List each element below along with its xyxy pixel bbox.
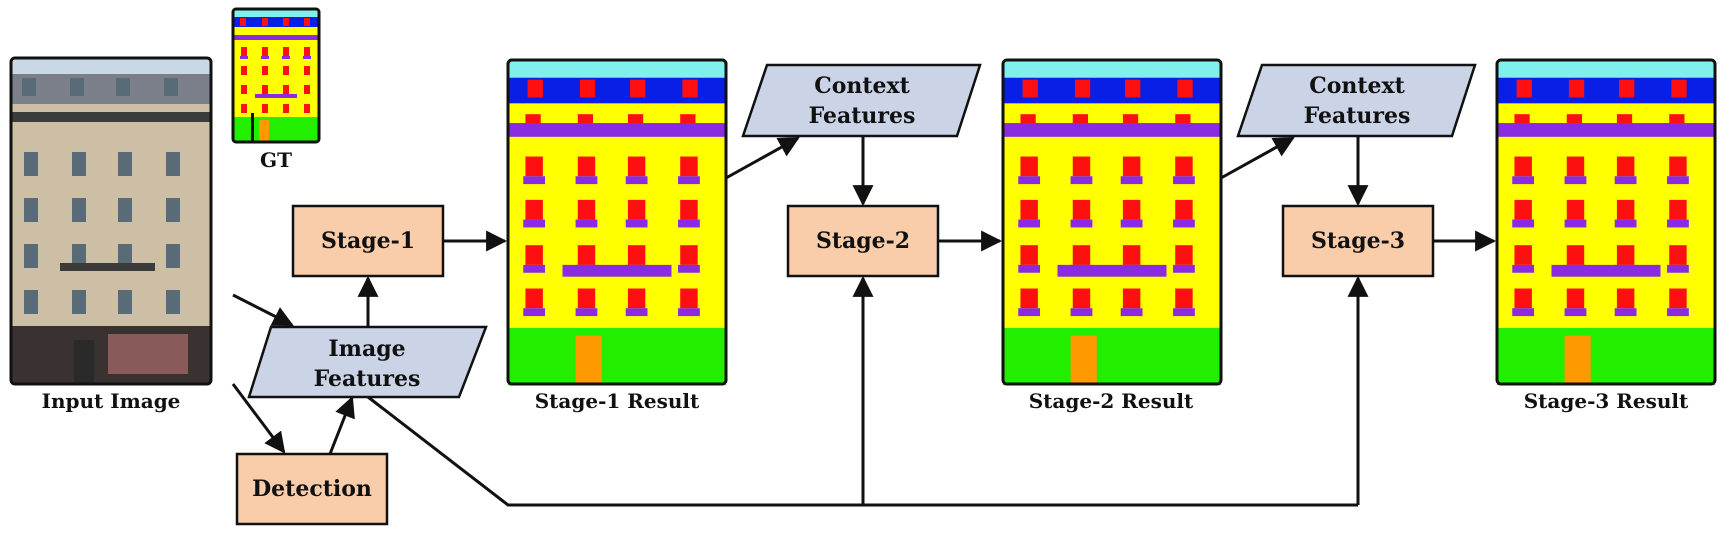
context-features-2-label-line2: Features — [1304, 103, 1411, 129]
arrow-input-to-image-features — [232, 293, 294, 327]
gt-frame — [231, 7, 321, 144]
stage2-label: Stage-2 — [816, 228, 910, 254]
stage1-result-fill — [508, 60, 726, 385]
image-features-bus-line — [367, 395, 1358, 507]
stage1-box — [291, 204, 445, 278]
stage2-result-label: Stage-2 Result — [1029, 389, 1194, 413]
context-features-1-label-line2: Features — [809, 103, 916, 129]
detection-box — [235, 452, 389, 526]
arrow-input-to-detection — [231, 383, 286, 454]
arrow-result2-to-context2 — [1220, 136, 1295, 180]
stage3-result-label: Stage-3 Result — [1524, 389, 1689, 413]
stage1-result-frame-top — [506, 58, 728, 386]
stage3-label: Stage-3 — [1311, 228, 1405, 254]
input-image-label: Input Image — [42, 389, 181, 413]
stage2-result-image — [1003, 60, 1221, 385]
arrows — [231, 136, 1497, 507]
stage2-box — [786, 204, 940, 278]
arrow-detection-to-image-features — [328, 396, 355, 455]
context-features-2-label-line1: Context — [1309, 73, 1405, 99]
stage3-result-frame — [1495, 58, 1717, 386]
context-features-1-box — [741, 63, 982, 138]
context-features-1-label-line1: Context — [814, 73, 910, 99]
image-features-label-line2: Features — [314, 366, 421, 392]
gt-image — [233, 9, 319, 142]
stage1-label: Stage-1 — [321, 228, 415, 254]
input-image — [11, 58, 211, 384]
input-image-frame — [9, 56, 213, 386]
stage2-result-frame — [1001, 58, 1223, 386]
image-features-box — [247, 325, 488, 399]
arrow-result1-to-context1 — [725, 136, 800, 180]
stage3-result-image — [1497, 60, 1715, 385]
gt-label: GT — [260, 148, 292, 172]
detection-label: Detection — [252, 476, 372, 502]
stage1-result-label: Stage-1 Result — [535, 389, 700, 413]
image-features-label-line1: Image — [328, 336, 405, 362]
context-features-2-box — [1236, 63, 1477, 138]
